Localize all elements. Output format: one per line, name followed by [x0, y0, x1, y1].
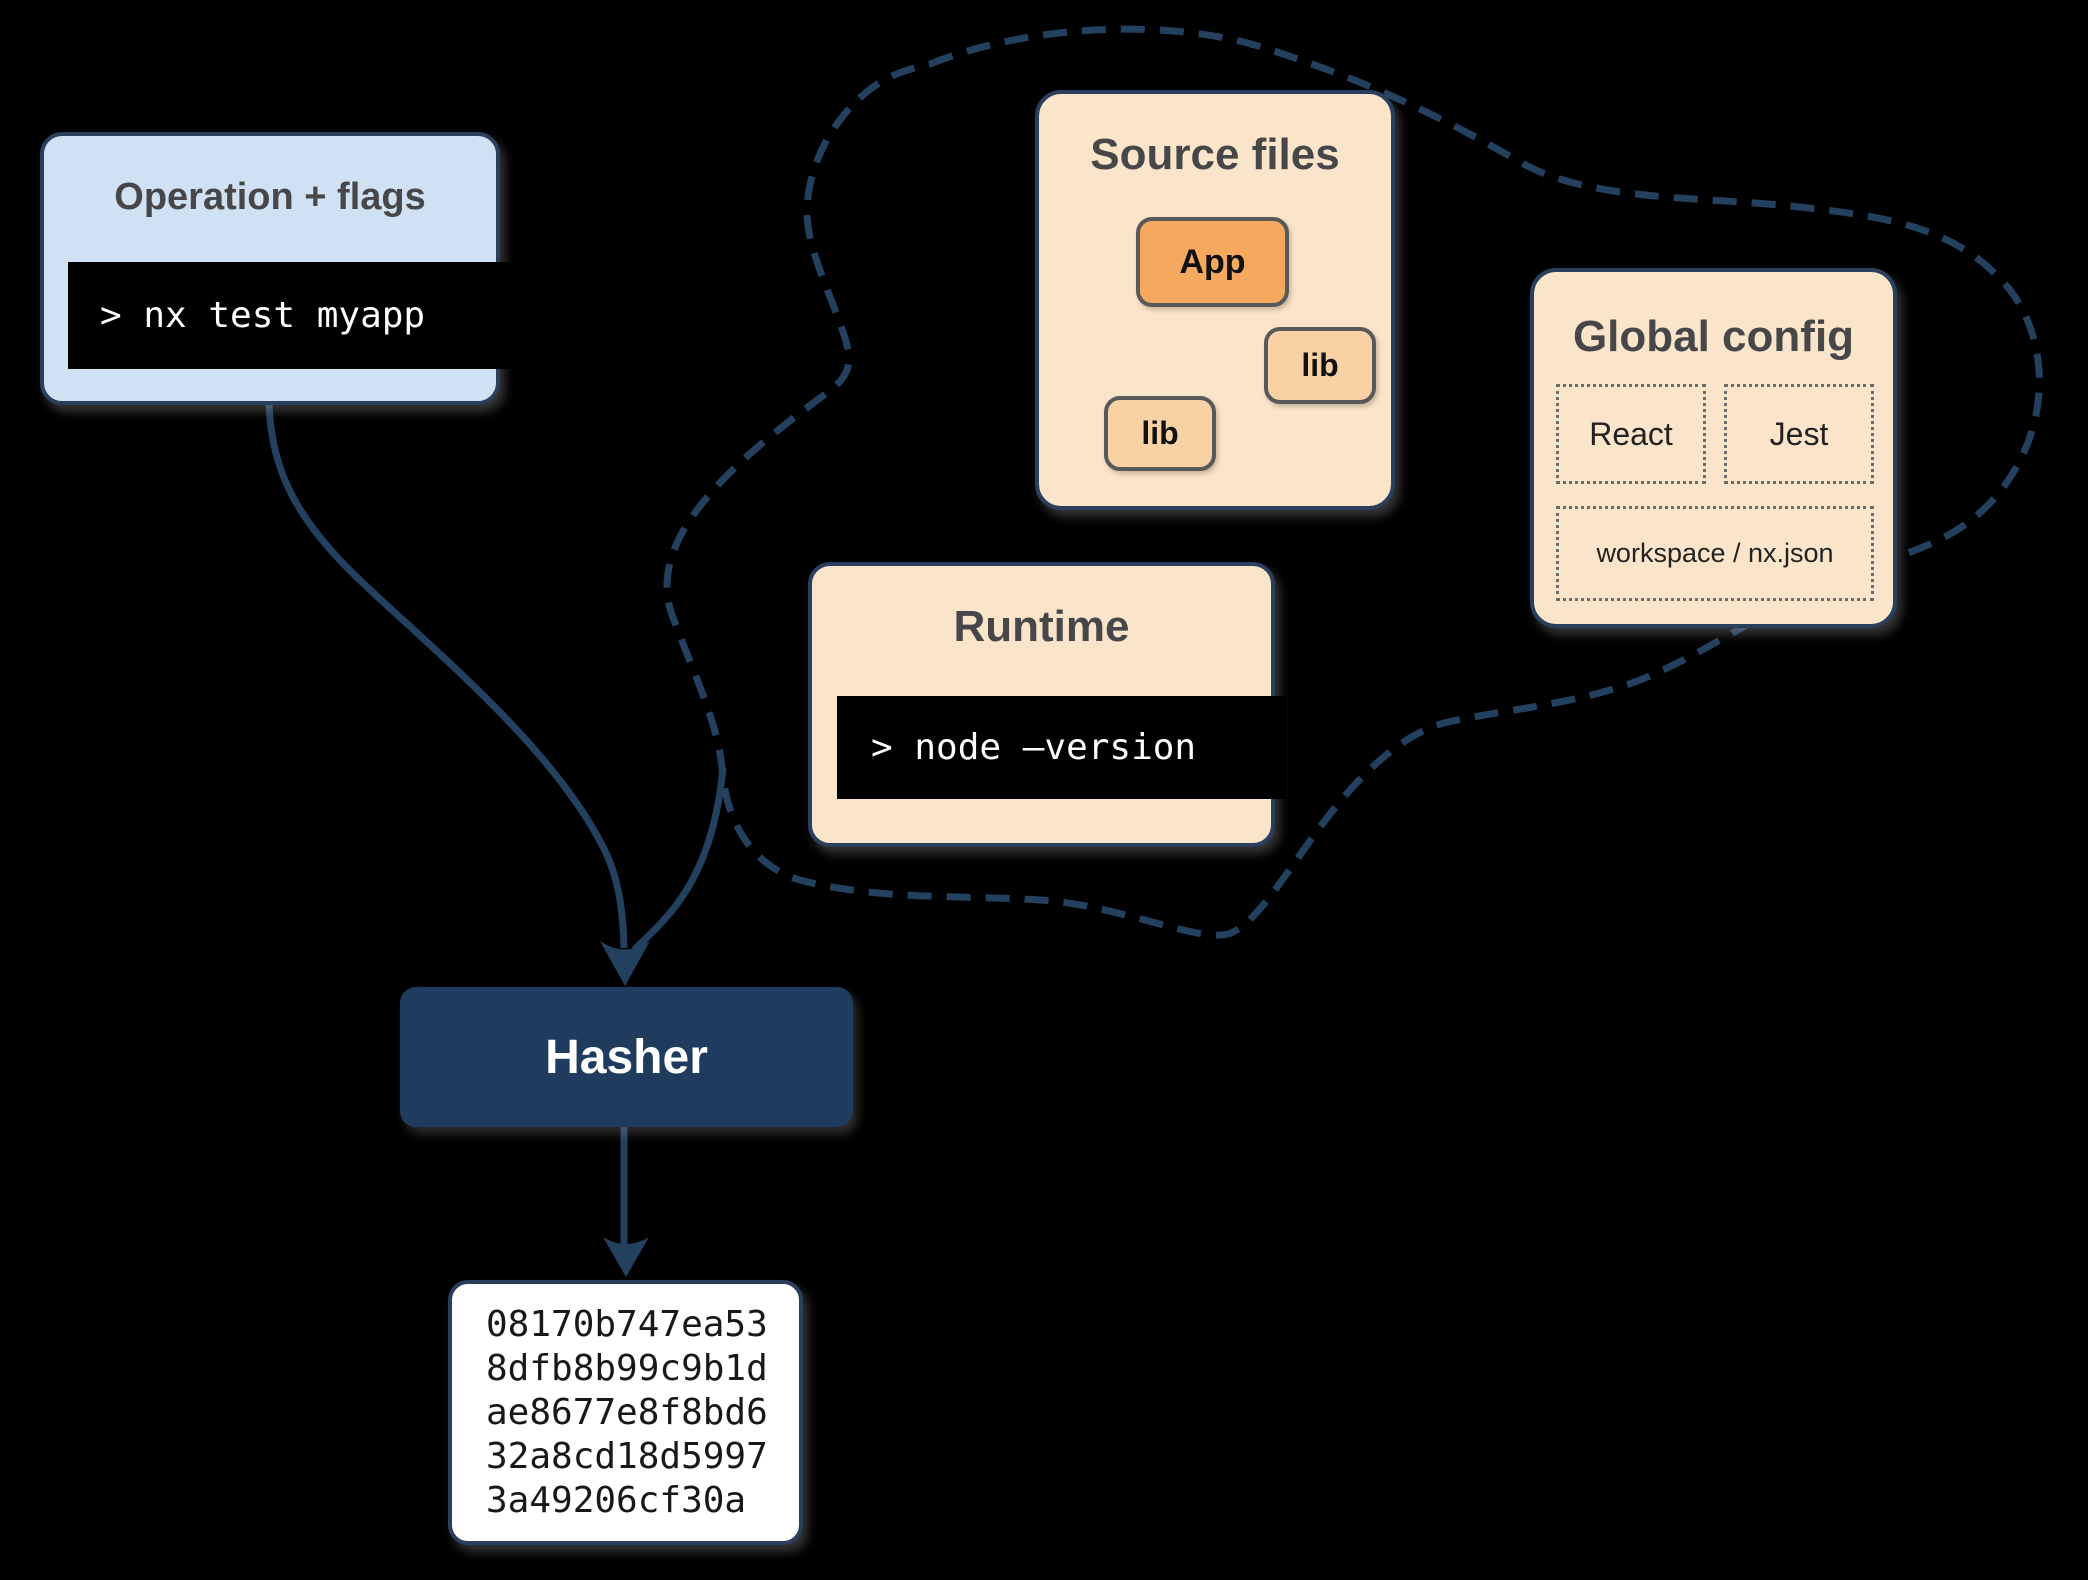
lib-node-right-label: lib: [1301, 347, 1339, 383]
operation-terminal: > nx test myapp: [68, 262, 516, 369]
global-config-item-workspace: workspace / nx.json: [1556, 506, 1874, 601]
hash-line: 8dfb8b99c9b1d: [486, 1348, 768, 1389]
global-config-box: Global config React Jest workspace / nx.…: [1530, 268, 1897, 628]
operation-flags-box: Operation + flags > nx test myapp: [40, 132, 516, 405]
operation-flags-title: Operation + flags: [114, 176, 426, 218]
hasher-box: Hasher: [400, 987, 853, 1127]
lib-node-right: lib: [1264, 327, 1376, 404]
hash-line: ae8677e8f8bd6: [486, 1392, 768, 1433]
app-node: App: [1136, 217, 1289, 307]
arrow-operation-to-hasher: [265, 404, 628, 949]
hasher-label: Hasher: [545, 1030, 708, 1084]
arrowhead-into-hash-icon: [603, 1237, 649, 1277]
source-files-title: Source files: [1090, 130, 1340, 179]
workspace-label: workspace / nx.json: [1596, 538, 1834, 568]
hash-output-box: 08170b747ea53 8dfb8b99c9b1d ae8677e8f8bd…: [448, 1280, 803, 1545]
app-node-label: App: [1179, 242, 1246, 281]
hash-line: 3a49206cf30a: [486, 1480, 747, 1521]
global-config-title: Global config: [1572, 312, 1855, 361]
source-files-box: Source files App lib lib: [1035, 90, 1395, 510]
global-config-item-jest: Jest: [1724, 384, 1874, 484]
global-config-item-react: React: [1556, 384, 1706, 484]
runtime-terminal: > node –version: [837, 696, 1286, 799]
runtime-title: Runtime: [953, 602, 1130, 651]
arrow-cloud-to-hasher: [631, 767, 727, 953]
react-label: React: [1589, 415, 1673, 452]
lib-node-left: lib: [1104, 396, 1216, 471]
operation-command: > nx test myapp: [100, 295, 426, 336]
arrowhead-into-hasher-icon: [600, 941, 650, 986]
hash-line: 32a8cd18d5997: [486, 1436, 768, 1477]
lib-node-left-label: lib: [1141, 415, 1179, 451]
hash-line: 08170b747ea53: [486, 1304, 768, 1345]
runtime-command: > node –version: [871, 727, 1197, 768]
jest-label: Jest: [1769, 415, 1829, 452]
runtime-box: Runtime > node –version: [808, 562, 1286, 847]
